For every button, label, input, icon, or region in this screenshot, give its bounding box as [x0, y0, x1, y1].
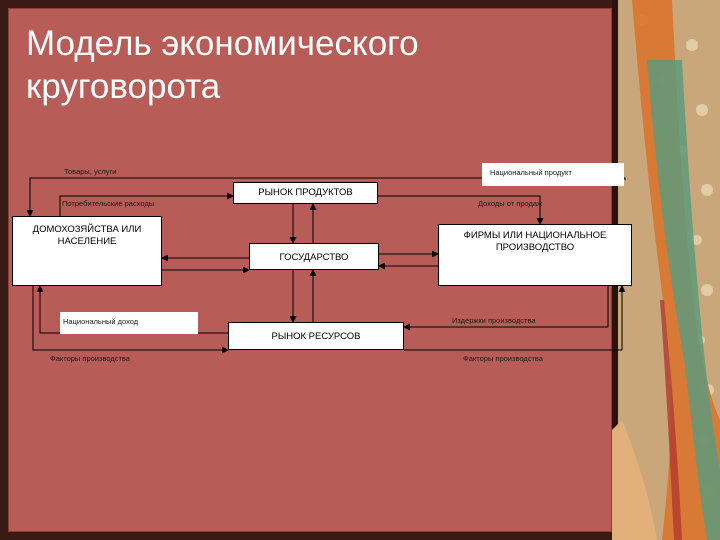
factors-left-label: Факторы производства [50, 354, 130, 363]
sales-revenue-label: Доходы от продаж [478, 199, 543, 208]
government-box: ГОСУДАРСТВО [249, 243, 379, 270]
national-income-text: Национальный доход [63, 317, 139, 326]
government-label: ГОСУДАРСТВО [279, 252, 349, 263]
goods-services-label: Товары, услуги [64, 167, 117, 176]
consumer-spending-label: Потребительские расходы [62, 199, 155, 208]
production-costs-label: Издержки производства [452, 316, 536, 325]
national-product-text: Национальный продукт [490, 168, 572, 177]
households-label: ДОМОХОЗЯЙСТВА ИЛИ НАСЕЛЕНИЕ [32, 224, 142, 247]
national-product-label: Национальный продукт [482, 163, 624, 186]
firms-box: ФИРМЫ ИЛИ НАЦИОНАЛЬНОЕ ПРОИЗВОДСТВО [438, 224, 632, 286]
product-market-label: РЫНОК ПРОДУКТОВ [258, 187, 353, 198]
product-market-box: РЫНОК ПРОДУКТОВ [233, 182, 378, 204]
firms-label: ФИРМЫ ИЛИ НАЦИОНАЛЬНОЕ ПРОИЗВОДСТВО [463, 230, 607, 253]
resource-market-label: РЫНОК РЕСУРСОВ [271, 331, 361, 342]
factors-right-label: Факторы производства [463, 354, 543, 363]
decorative-side-panel [612, 0, 720, 540]
slide-title: Модель экономического круговорота [26, 24, 419, 106]
households-box: ДОМОХОЗЯЙСТВА ИЛИ НАСЕЛЕНИЕ [12, 216, 162, 286]
national-income-label: Национальный доход [60, 312, 198, 334]
resource-market-box: РЫНОК РЕСУРСОВ [228, 322, 404, 350]
